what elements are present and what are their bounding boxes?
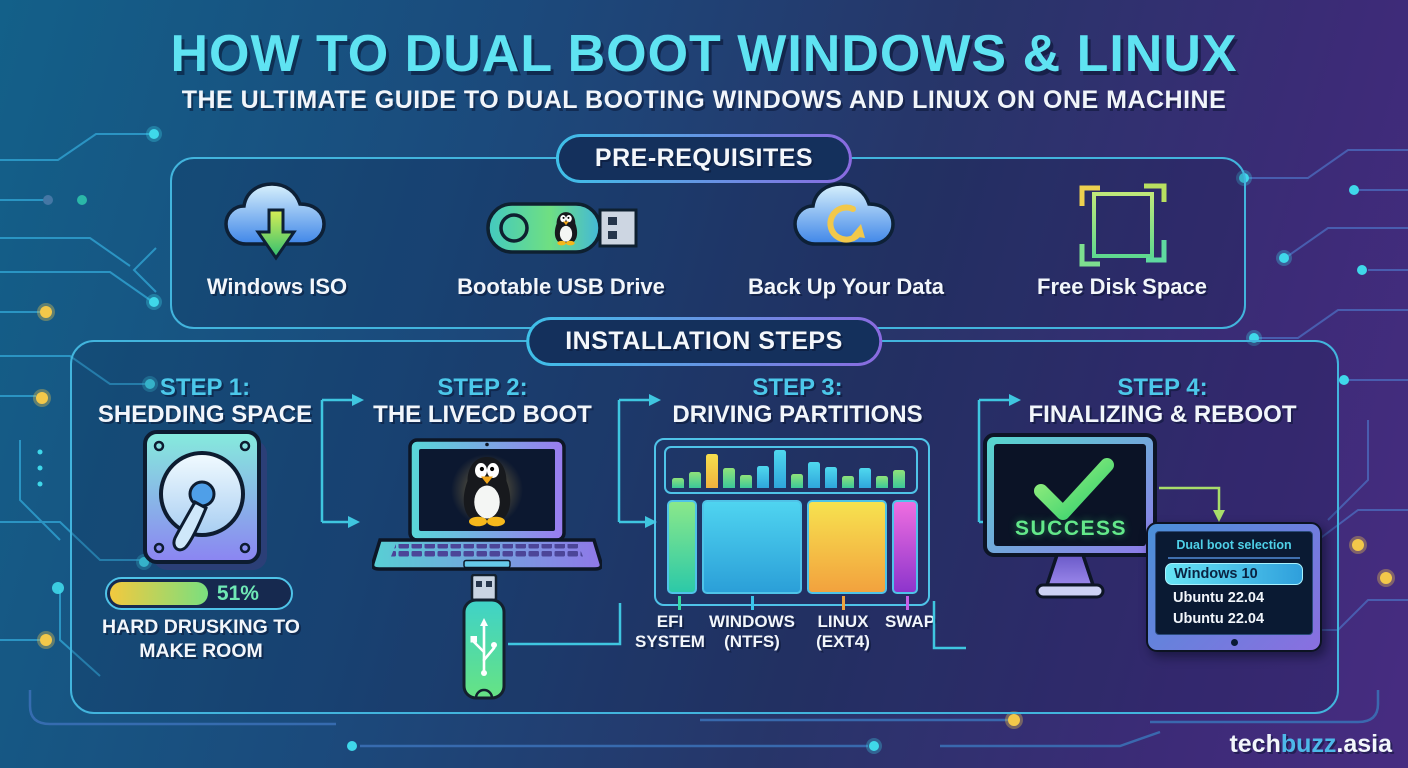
step1-number: STEP 1:: [159, 374, 251, 401]
tick-linux: [842, 596, 845, 610]
brand-suffix: .asia: [1336, 730, 1392, 758]
partition-label-efi: EFI SYSTEM: [635, 612, 705, 652]
tick-swap: [906, 596, 909, 610]
success-label: SUCCESS: [1014, 517, 1128, 540]
partition-windows: [701, 500, 802, 594]
disk-usage-skyline: [664, 446, 918, 494]
partition-map-icon: [654, 438, 930, 606]
prerequisites-header: PRE-REQUISITES: [555, 134, 853, 183]
tablet-home-dot: [1230, 639, 1238, 646]
step2-title: THE LIVECD BOOT: [373, 401, 592, 429]
boot-menu-title: Dual boot selection: [1176, 538, 1292, 552]
partition-label-windows: WINDOWS (NTFS): [709, 612, 795, 652]
tick-efi: [678, 596, 681, 610]
boot-entry: Ubuntu 22.04: [1173, 611, 1265, 627]
installation-header: INSTALLATION STEPS: [526, 317, 882, 366]
boot-menu-screen: Dual boot selection Windows 10 Ubuntu 22…: [1155, 531, 1313, 635]
prerequisites-header-label: PRE-REQUISITES: [558, 137, 850, 180]
step1-title: SHEDDING SPACE: [97, 401, 313, 429]
usb-tux-drive-icon: [486, 202, 638, 254]
boot-entry: Ubuntu 22.04: [1173, 590, 1265, 606]
boot-menu-divider: [1168, 557, 1300, 559]
step2-number: STEP 2:: [437, 374, 528, 401]
brand-logo: techbuzz.asia: [1229, 730, 1392, 759]
monitor-success-icon: [983, 433, 1157, 599]
prereq-label-bootable-usb: Bootable USB Drive: [457, 274, 665, 299]
tick-windows: [751, 596, 754, 610]
step1-header: STEP 1: SHEDDING SPACE: [85, 374, 325, 429]
step1-caption: HARD DRUSKING TO MAKE ROOM: [102, 616, 300, 662]
brand-mid: buzz: [1280, 730, 1337, 758]
step3-number: STEP 3:: [752, 374, 843, 401]
prereq-label-free-space: Free Disk Space: [1037, 274, 1207, 299]
installation-header-label: INSTALLATION STEPS: [529, 320, 879, 363]
partition-linux: [806, 500, 887, 594]
free-disk-space-icon: [1079, 183, 1167, 267]
prerequisites-panel: [170, 157, 1246, 329]
laptop-tux-icon: [372, 438, 602, 571]
brand-prefix: tech: [1229, 730, 1281, 758]
page-subtitle: THE ULTIMATE GUIDE TO DUAL BOOTING WINDO…: [181, 86, 1227, 114]
shrink-progress-bar: 51%: [105, 577, 293, 610]
partition-label-linux: LINUX (EXT4): [816, 612, 870, 652]
usb-stick-icon: [462, 574, 506, 700]
step4-header: STEP 4: FINALIZING & REBOOT: [1015, 374, 1310, 429]
step4-title: FINALIZING & REBOOT: [1028, 401, 1297, 429]
cloud-backup-icon: [793, 182, 895, 246]
step4-number: STEP 4:: [1117, 374, 1208, 401]
partition-efi: [666, 500, 697, 594]
hard-drive-icon: [143, 430, 267, 570]
step3-header: STEP 3: DRIVING PARTITIONS: [655, 374, 940, 429]
partition-label-swap: SWAP: [884, 612, 936, 631]
prereq-label-windows-iso: Windows ISO: [206, 274, 348, 299]
partition-blocks: [658, 500, 926, 594]
progress-fill: [110, 582, 208, 605]
prereq-label-backup: Back Up Your Data: [747, 274, 945, 299]
step3-title: DRIVING PARTITIONS: [672, 401, 923, 429]
cloud-download-icon: [224, 182, 326, 261]
step2-header: STEP 2: THE LIVECD BOOT: [360, 374, 605, 429]
boot-entry-selected: Windows 10: [1165, 563, 1303, 585]
progress-percent: 51%: [216, 581, 259, 605]
partition-swap: [891, 500, 918, 594]
boot-menu-device: Dual boot selection Windows 10 Ubuntu 22…: [1146, 522, 1322, 652]
page-title: HOW TO DUAL BOOT WINDOWS & LINUX: [170, 25, 1238, 83]
